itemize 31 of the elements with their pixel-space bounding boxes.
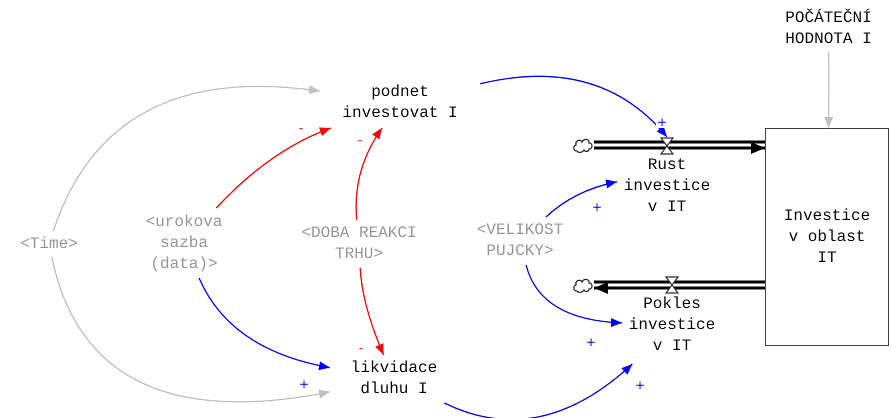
variable-label: <VELIKOST PUJCKY> — [476, 220, 564, 262]
arrow — [545, 180, 618, 218]
variable-label: POČÁTEČNÍ HODNOTA I — [784, 8, 873, 50]
flow-label: Pokles investice v IT — [628, 294, 716, 357]
variable-label: <Time> — [20, 234, 78, 254]
variable-label: podnet investovat I — [341, 82, 459, 124]
arrow — [444, 364, 633, 418]
arrow — [216, 127, 332, 208]
arrow — [824, 52, 834, 128]
polarity-sign: + — [656, 116, 668, 128]
polarity-sign: + — [298, 378, 310, 390]
polarity-sign: + — [590, 201, 604, 213]
arrow — [52, 85, 320, 232]
cloud-icon — [572, 136, 594, 154]
flow-pipe — [592, 140, 766, 154]
cloud-icon — [572, 276, 594, 294]
arrow — [525, 264, 622, 327]
variable-label: <DOBA REAKCI TRHU> — [300, 223, 418, 265]
flow-label: Rust investice v IT — [622, 155, 712, 218]
stock-label: Investice v oblast IT — [782, 206, 872, 268]
arrow — [51, 256, 330, 402]
arrow — [480, 76, 668, 138]
arrow — [198, 278, 330, 370]
polarity-sign: + — [584, 336, 598, 348]
polarity-sign: + — [634, 379, 646, 391]
arrow — [360, 268, 384, 356]
arrow — [355, 128, 383, 220]
stock-box — [765, 128, 889, 346]
variable-label: likvidace dluhu I — [350, 358, 438, 400]
flow-pipe — [592, 280, 766, 294]
variable-label: <urokova sazba (data)> — [144, 212, 224, 274]
